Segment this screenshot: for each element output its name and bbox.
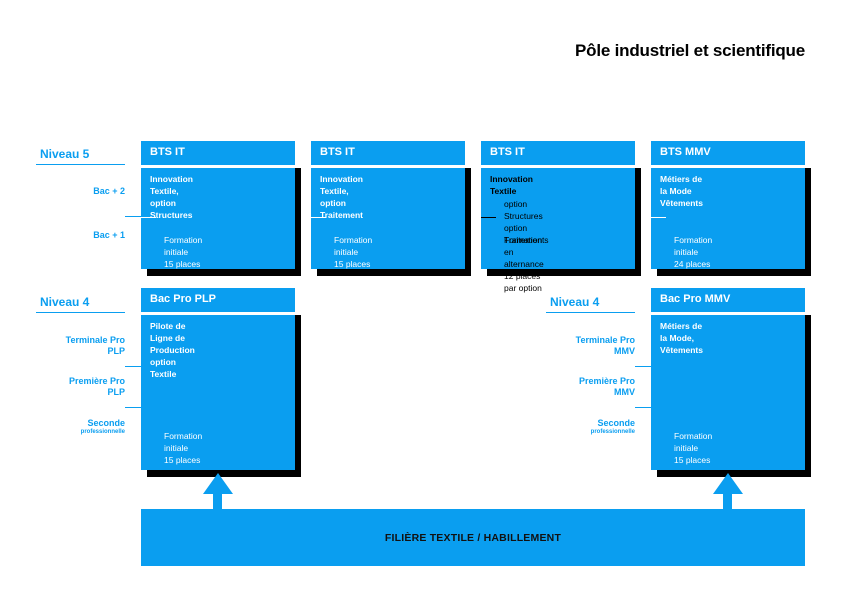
- arrow-up-right-icon: [713, 473, 743, 494]
- side-label-line: Première Pro: [68, 376, 125, 386]
- seconde-pro-left-label: Seconde professionnelle: [40, 418, 125, 436]
- level-4-left-label: Niveau 4: [40, 295, 90, 309]
- card-info-line: 15 places: [164, 259, 201, 269]
- card-desc-line: Innovation Textile,: [320, 174, 363, 196]
- arrow-stem-right: [723, 493, 732, 510]
- premiere-pro-mmv-label: Première Pro MMV: [550, 376, 635, 398]
- card-header: Bac Pro PLP: [141, 288, 295, 312]
- side-label-line: Terminale Pro: [575, 335, 635, 345]
- side-label-line: professionnelle: [590, 429, 635, 435]
- side-label-line: PLP: [107, 387, 125, 397]
- terminale-pro-plp-label: Terminale Pro PLP: [40, 335, 125, 357]
- side-label-line: Seconde: [87, 418, 125, 428]
- side-label-line: professionnelle: [80, 429, 125, 435]
- card-info-line: Formation initiale: [334, 235, 373, 257]
- side-label-line: MMV: [614, 346, 635, 356]
- card-info-line: 24 places: [674, 259, 711, 269]
- card-divider-tick: [651, 217, 666, 218]
- card-header: BTS IT: [481, 141, 635, 165]
- card-info-line: 15 places: [674, 455, 711, 465]
- card-info-line: 15 places: [164, 455, 201, 465]
- filiere-banner: FILIÈRE TEXTILE / HABILLEMENT: [141, 509, 805, 566]
- card-option-line: option Structures: [504, 199, 543, 221]
- card-info-line: 12 places par option: [504, 271, 542, 293]
- level-4-left-underline: [36, 312, 125, 313]
- card-desc-line: Vêtements: [660, 198, 703, 208]
- page-title: Pôle industriel et scientifique: [575, 41, 805, 60]
- card-header: BTS IT: [141, 141, 295, 165]
- terminale-pro-mmv-label: Terminale Pro MMV: [550, 335, 635, 357]
- card-divider-tick: [481, 217, 496, 218]
- side-divider-tick: [635, 407, 651, 408]
- card-info-line: Formation initiale: [674, 431, 713, 453]
- card-desc-line: Innovation Textile: [490, 174, 533, 196]
- level-4-right-underline: [546, 312, 635, 313]
- card-desc-line: Métiers de la Mode, Vêtements: [660, 321, 703, 355]
- card-option-line: option Traitements: [504, 223, 549, 245]
- bac-plus-1-label: Bac + 1: [93, 230, 125, 240]
- card-info-line: Formation en alternance: [504, 235, 544, 269]
- card-desc-line: option Textile: [150, 357, 177, 379]
- side-label-line: Seconde: [597, 418, 635, 428]
- card-header: BTS MMV: [651, 141, 805, 165]
- card-info-line: Formation initiale: [674, 235, 713, 257]
- bac-divider-tick: [125, 216, 141, 217]
- card-header: BTS IT: [311, 141, 465, 165]
- bac-plus-2-label: Bac + 2: [93, 186, 125, 196]
- card-info-line: 15 places: [334, 259, 371, 269]
- side-label-line: PLP: [107, 346, 125, 356]
- level-4-right-label: Niveau 4: [550, 295, 600, 309]
- side-label-line: MMV: [614, 387, 635, 397]
- card-desc-line: option Traitement: [320, 198, 363, 220]
- level-5-underline: [36, 164, 125, 165]
- level-5-label: Niveau 5: [40, 147, 90, 161]
- arrow-stem-left: [213, 493, 222, 510]
- side-divider-tick: [635, 366, 651, 367]
- side-divider-tick: [125, 407, 141, 408]
- side-label-line: Première Pro: [578, 376, 635, 386]
- card-desc-line: Pilote de Ligne de Production: [150, 321, 195, 355]
- seconde-pro-right-label: Seconde professionnelle: [550, 418, 635, 436]
- card-divider-tick: [311, 217, 326, 218]
- side-divider-tick: [125, 366, 141, 367]
- premiere-pro-plp-label: Première Pro PLP: [40, 376, 125, 398]
- card-info-line: Formation initiale: [164, 235, 203, 257]
- card-desc-line: Métiers de la Mode: [660, 174, 703, 196]
- side-label-line: Terminale Pro: [65, 335, 125, 345]
- arrow-up-left-icon: [203, 473, 233, 494]
- card-info-line: Formation initiale: [164, 431, 203, 453]
- card-desc-line: Innovation Textile,: [150, 174, 193, 196]
- card-desc-line: option Structures: [150, 198, 193, 220]
- card-divider-tick: [141, 217, 156, 218]
- card-header: Bac Pro MMV: [651, 288, 805, 312]
